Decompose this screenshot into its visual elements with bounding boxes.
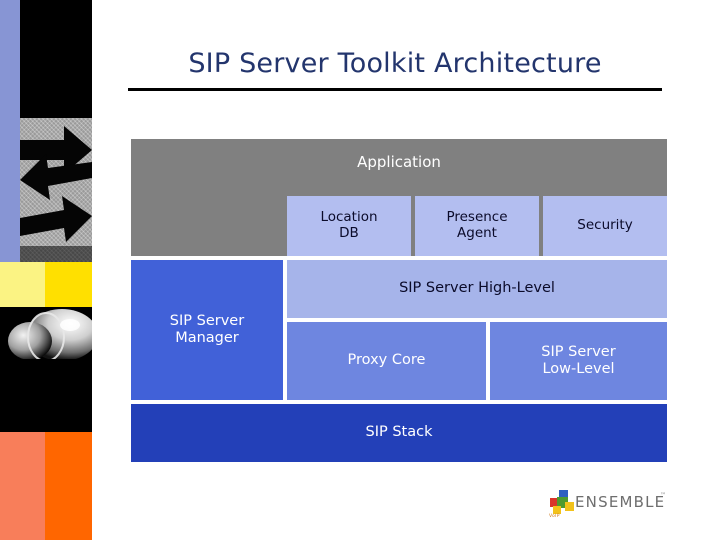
module-presence-agent[interactable]: Presence Agent — [415, 196, 539, 256]
layer-sip-server-high-level[interactable]: SIP Server High-Level — [287, 260, 667, 318]
module-presence-agent-label: Presence Agent — [446, 209, 508, 241]
layer-sip-server-high-level-label: SIP Server High-Level — [399, 280, 555, 297]
deco-band-sphere — [0, 307, 92, 367]
deco-orange-column — [45, 432, 92, 540]
deco-pale-yellow-column — [0, 262, 45, 307]
ensemble-wordmark: ENSEMBLE — [575, 493, 666, 511]
deco-periwinkle-column — [0, 0, 20, 262]
layer-sip-server-low-level-label: SIP Server Low-Level — [541, 343, 616, 377]
layer-sip-server-manager-label: SIP Server Manager — [169, 312, 245, 346]
deco-band-arrows — [0, 0, 92, 262]
ensemble-pinwheel-icon — [548, 489, 578, 519]
deco-band-orange — [0, 432, 92, 540]
layer-application-label: Application — [357, 153, 441, 171]
layer-proxy-core[interactable]: Proxy Core — [287, 322, 486, 400]
layer-sip-stack-label: SIP Stack — [365, 424, 433, 441]
ensemble-logo: ENSEMBLE ™ VoIP — [548, 488, 673, 522]
module-security-label: Security — [577, 217, 633, 234]
layer-sip-stack[interactable]: SIP Stack — [131, 404, 667, 462]
textured-arrows-image — [20, 118, 92, 262]
layer-sip-server-low-level[interactable]: SIP Server Low-Level — [490, 322, 667, 400]
architecture-diagram: Application Location DB Presence Agent S… — [131, 139, 667, 462]
title-underline-rule — [128, 88, 662, 91]
module-location-db[interactable]: Location DB — [287, 196, 411, 256]
layer-proxy-core-label: Proxy Core — [347, 352, 426, 369]
chrome-sphere-image — [0, 307, 92, 367]
layer-sip-server-manager[interactable]: SIP Server Manager — [131, 260, 283, 400]
module-location-db-label: Location DB — [320, 209, 378, 241]
deco-band-black — [0, 367, 92, 432]
slide-title: SIP Server Toolkit Architecture — [188, 48, 602, 79]
deco-bright-yellow-column — [45, 262, 92, 307]
ensemble-trademark-icon: ™ — [660, 492, 666, 499]
deco-band-yellow — [0, 262, 92, 307]
deco-salmon-column — [0, 432, 45, 540]
left-decoration-strip — [0, 0, 92, 540]
module-security[interactable]: Security — [543, 196, 667, 256]
ensemble-tagline: VoIP — [549, 514, 560, 519]
